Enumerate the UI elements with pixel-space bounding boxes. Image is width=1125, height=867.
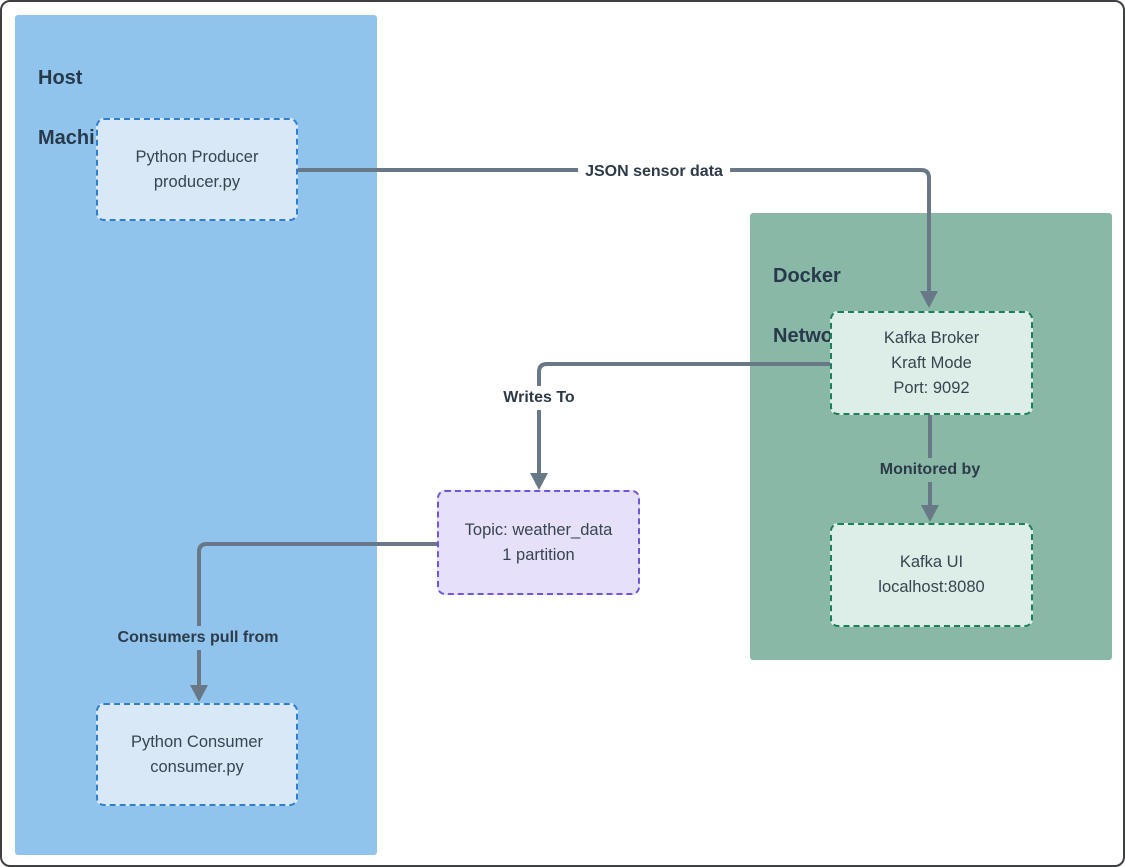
edge-label-writes-to: Writes To [496,386,582,410]
producer-label-line2: producer.py [153,172,241,191]
edge-label-consumers-pull-from: Consumers pull from [110,626,286,650]
node-kafka-ui: Kafka UI localhost:8080 [830,523,1033,627]
topic-label-line1: Topic: weather_data [464,520,613,539]
broker-label-line2: Kraft Mode [891,353,972,372]
edge-label-monitored-by: Monitored by [872,458,988,482]
node-topic-weather-data: Topic: weather_data 1 partition [437,490,640,595]
docker-title-line1: Docker [773,265,841,287]
producer-label-line1: Python Producer [135,147,259,166]
topic-label-line2: 1 partition [502,545,575,564]
kafka-ui-label-line1: Kafka UI [899,553,964,571]
node-python-producer: Python Producer producer.py [96,118,298,221]
consumer-label-line2: consumer.py [150,757,244,776]
kafka-ui-label-line2: localhost:8080 [878,578,985,596]
broker-label-line1: Kafka Broker [883,328,980,347]
edge-label-json-sensor-data: JSON sensor data [578,160,730,184]
node-kafka-broker: Kafka Broker Kraft Mode Port: 9092 [830,311,1033,415]
broker-label-line3: Port: 9092 [893,378,970,397]
consumer-label-line1: Python Consumer [130,732,264,751]
host-title-line1: Host [38,67,83,89]
node-python-consumer: Python Consumer consumer.py [96,703,298,806]
arrowhead-broker-to-topic [530,473,548,490]
